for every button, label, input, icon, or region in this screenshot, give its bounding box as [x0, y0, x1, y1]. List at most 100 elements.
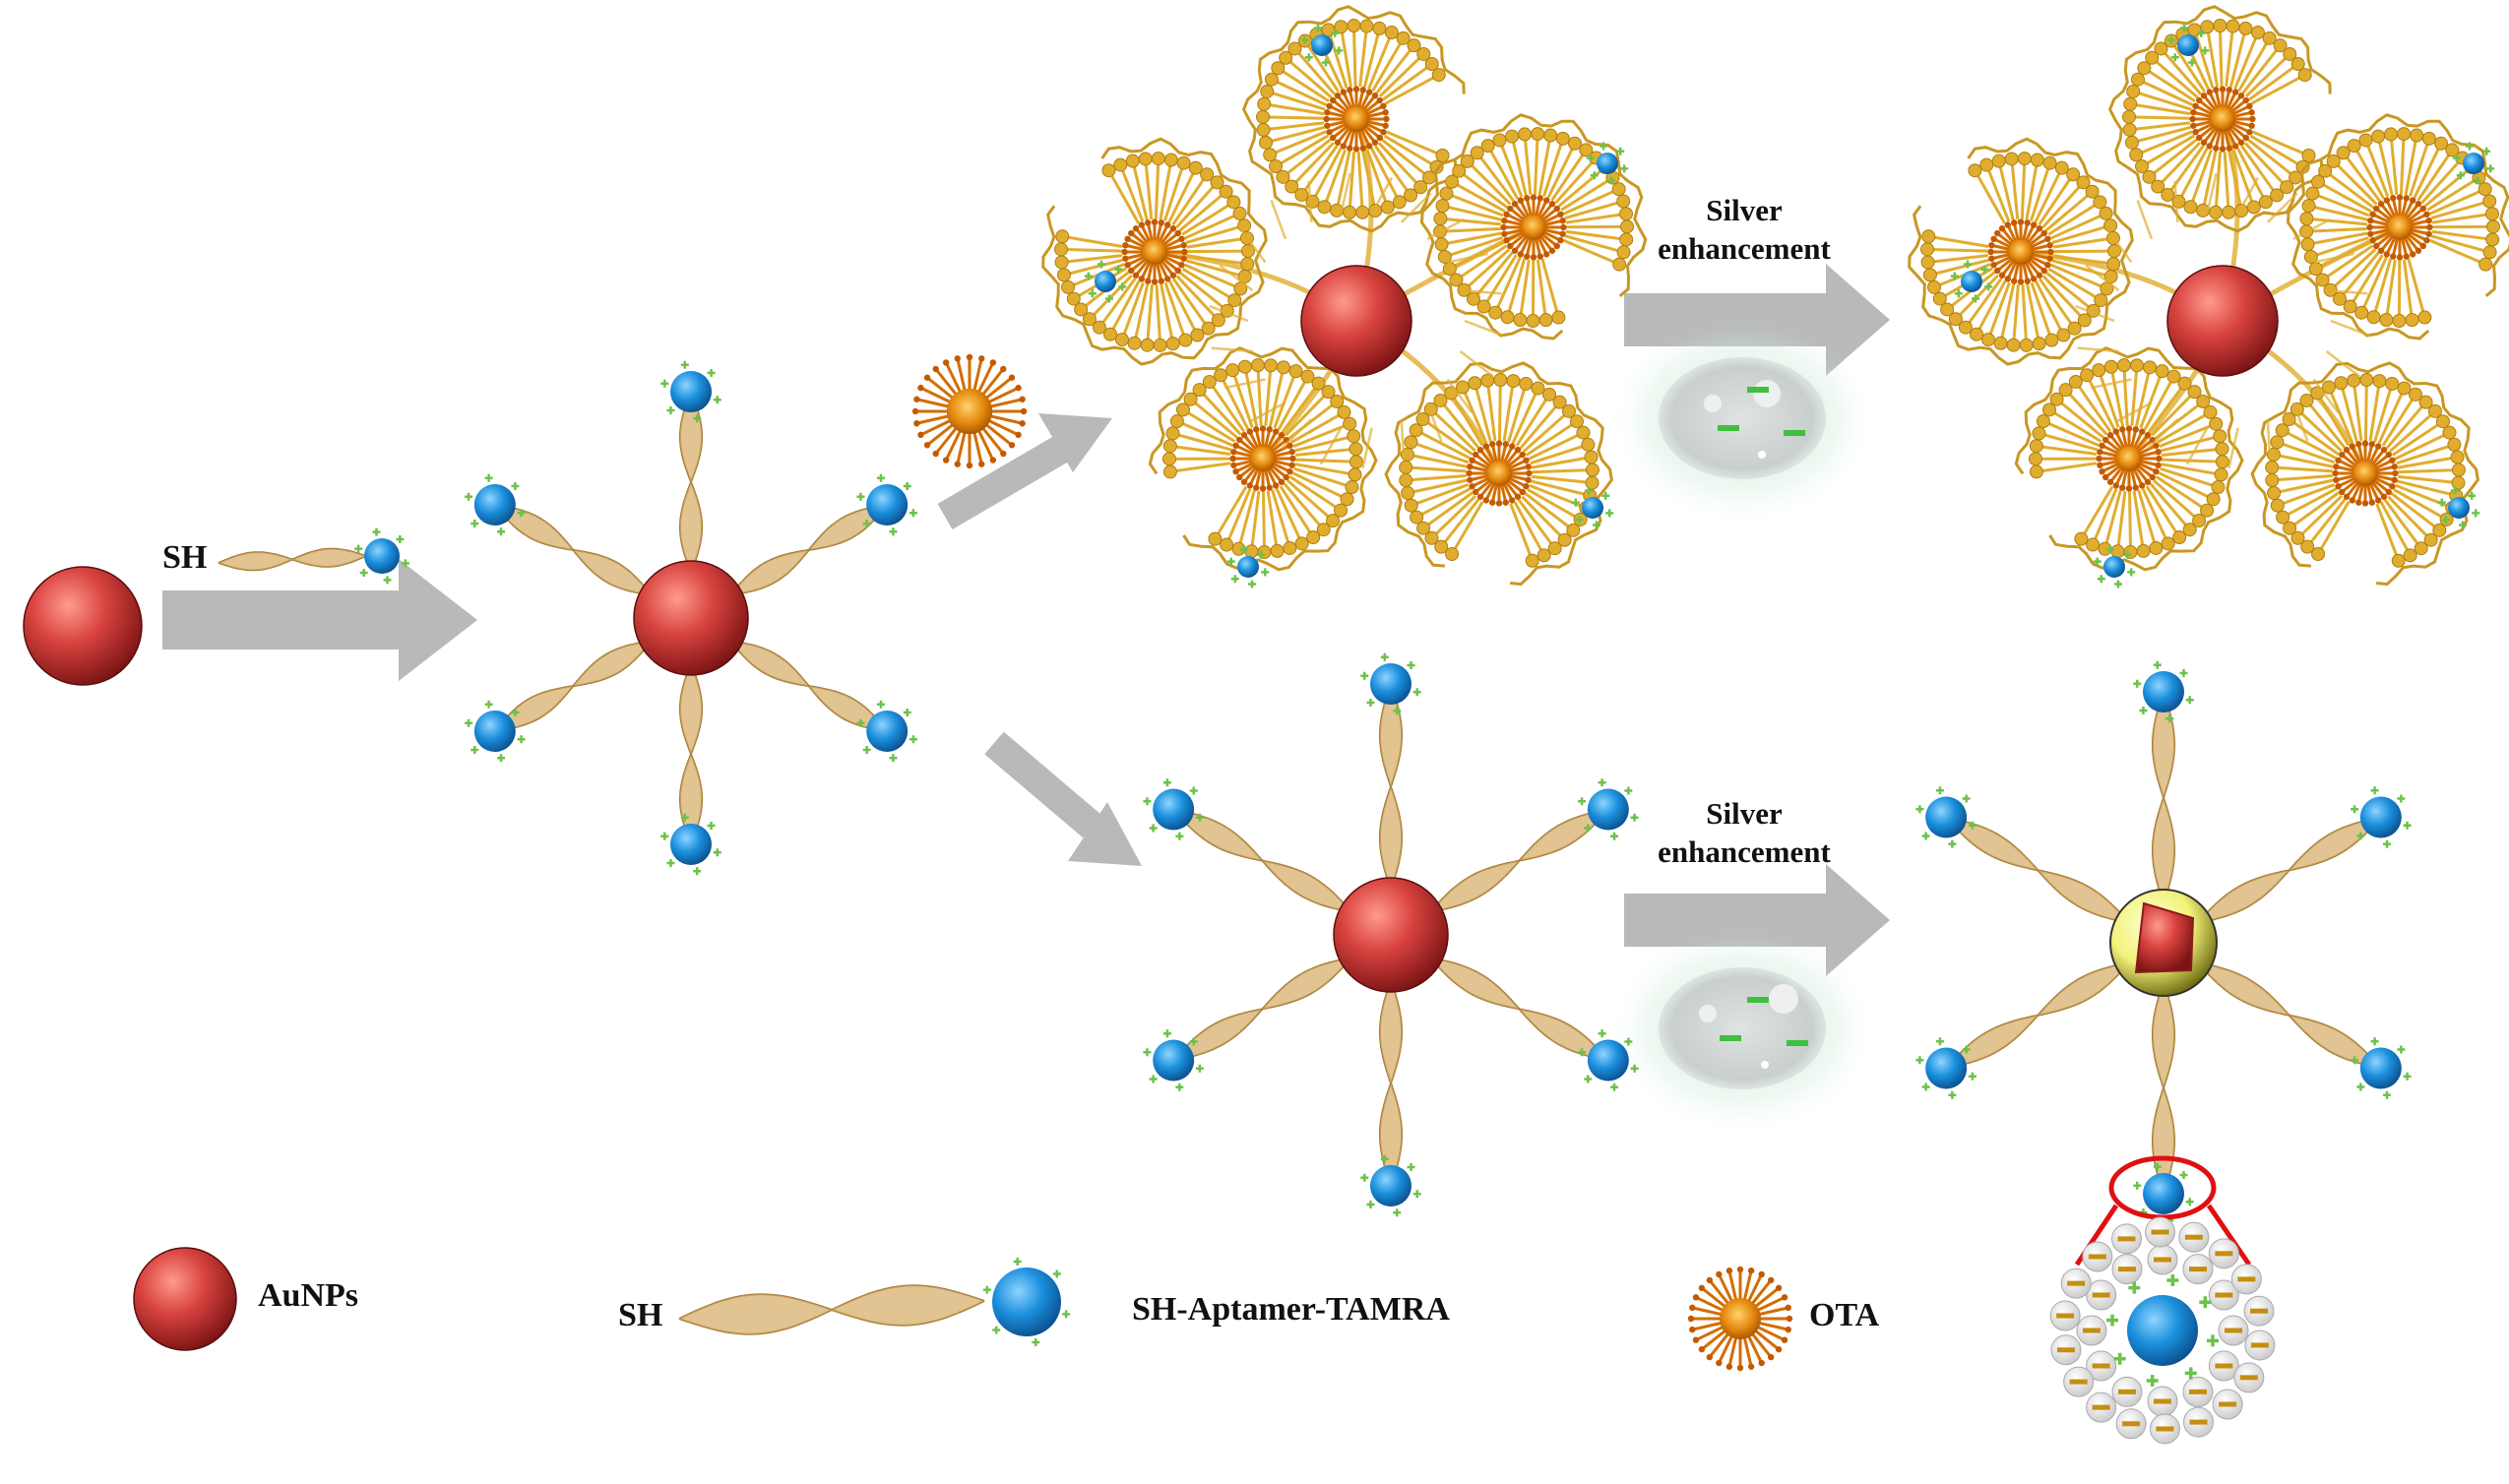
tamra-fluorophore-icon — [2133, 1162, 2194, 1225]
tamra-fluorophore-icon — [465, 473, 526, 536]
silver-enhancement-label-top: Silver enhancement — [1658, 192, 1831, 269]
aptamer-strand-icon — [1429, 808, 1609, 913]
negative-charge-icon — [2118, 1389, 2136, 1394]
au-ag-core-shell-icon — [2109, 889, 2218, 997]
negative-charge-icon — [2154, 1257, 2171, 1263]
aunp-aggregate-core-icon — [1300, 265, 1412, 377]
dna-fringe — [2105, 227, 2133, 264]
dna-fringe — [1464, 319, 1504, 338]
negative-charge-icon — [2083, 1328, 2101, 1333]
legend-ota-label: OTA — [1809, 1297, 1880, 1333]
dna-fringe — [2292, 217, 2331, 240]
negative-charge-icon — [2189, 1267, 2207, 1272]
aunp-start-icon — [23, 566, 143, 686]
aptamer-strand-icon — [1429, 957, 1609, 1062]
aptamer-aunp-conjugate-icon — [1143, 652, 1639, 1217]
dna-fringe — [2206, 172, 2218, 215]
aptamer-ota-complex-icon — [1419, 113, 1648, 340]
aptamer-ota-complex-icon — [1384, 361, 1613, 587]
aptamer-aunp-conjugate-icon — [465, 360, 917, 876]
positive-charge-icon — [2146, 1374, 2159, 1387]
dna-fringe — [1425, 402, 1443, 443]
negative-charge-icon — [2069, 1379, 2088, 1385]
dna-fringe — [1319, 427, 1343, 465]
tamra-fluorophore-icon — [1915, 1037, 1976, 1099]
dna-fringe — [1248, 402, 1286, 424]
aptamer-ota-complex-icon — [2014, 346, 2244, 572]
dna-fringe — [2266, 418, 2272, 462]
negative-charge-icon — [2117, 1236, 2136, 1242]
negative-charge-icon — [2250, 1308, 2269, 1314]
aptamer-strand-icon — [218, 547, 367, 572]
negative-charge-icon — [2056, 1313, 2075, 1319]
dna-fringe — [1370, 176, 1394, 215]
negative-charge-icon — [2225, 1328, 2242, 1333]
tamra-fluorophore-icon — [1950, 260, 1993, 303]
zoom-surface-charges — [2049, 1216, 2276, 1445]
arrow-step1 — [162, 559, 477, 681]
dna-fringe — [2136, 199, 2154, 240]
ota-starburst-icon — [1687, 1266, 1793, 1372]
negative-charge-icon — [2067, 1280, 2086, 1286]
silver-enhancement-label-bottom: Silver enhancement — [1658, 795, 1831, 872]
tamra-fluorophore-icon — [982, 1258, 1071, 1346]
aptamer-strand-icon — [729, 640, 888, 732]
aptamer-ota-complex-icon — [1148, 346, 1378, 572]
tamra-fluorophore-icon — [1143, 778, 1204, 840]
tamra-fluorophore-icon — [1578, 1029, 1639, 1091]
ota-starburst-icon — [1500, 194, 1567, 261]
positive-charge-icon — [2166, 1274, 2179, 1287]
aptamer-strand-icon — [494, 504, 653, 596]
dna-fringe — [2236, 176, 2260, 215]
negative-charge-icon — [2219, 1401, 2237, 1407]
aunp-functionalized-icon — [633, 560, 749, 676]
tamra-fluorophore-icon — [856, 700, 917, 763]
dna-fringe — [1211, 346, 1253, 353]
tamra-fluorophore-icon — [2452, 142, 2495, 185]
negative-charge-icon — [2056, 1347, 2075, 1353]
tamra-fluorophore-icon — [1084, 260, 1127, 303]
aptamer-strand-icon — [1945, 961, 2131, 1070]
dna-fringe — [1307, 180, 1313, 223]
silver-line1: Silver — [1706, 796, 1783, 831]
aptamer-strand-icon — [2196, 816, 2382, 924]
aptamer-strand-icon — [1378, 980, 1404, 1187]
aptamer-ota-complex-icon — [1241, 5, 1466, 233]
negative-charge-icon — [2239, 1375, 2258, 1381]
silver-ion-cloud-icon — [1639, 340, 1846, 497]
dna-fringe — [1281, 418, 1313, 450]
silver-line1: Silver — [1706, 193, 1783, 227]
tamra-fluorophore-icon — [1226, 545, 1270, 588]
dna-fringe — [1446, 378, 1474, 414]
dna-fringe — [2325, 349, 2360, 378]
ota-starburst-icon — [1323, 86, 1390, 153]
aptamer-strand-icon — [678, 391, 704, 573]
ota-starburst-icon — [1466, 440, 1533, 507]
tamra-fluorophore-icon — [1360, 1154, 1421, 1217]
dna-fringe — [1460, 288, 1502, 295]
dna-fringe — [2077, 346, 2119, 353]
legend-sh-label: SH — [618, 1297, 663, 1333]
dna-fringe — [2291, 402, 2309, 443]
dna-fringe — [2185, 427, 2209, 465]
negative-charge-icon — [2088, 1254, 2106, 1260]
dna-fringe — [2085, 264, 2120, 292]
tamra-fluorophore-icon — [856, 473, 917, 536]
negative-charge-icon — [2215, 1363, 2233, 1369]
silver-line2: enhancement — [1658, 834, 1831, 869]
tamra-fluorophore-icon — [2166, 24, 2210, 67]
legend-aptamer-label: SH-Aptamer-TAMRA — [1132, 1291, 1450, 1328]
tamra-fluorophore-icon — [2093, 545, 2136, 588]
dna-fringe — [2227, 427, 2239, 469]
dna-fringe — [1239, 227, 1267, 264]
ota-starburst-icon — [2332, 440, 2399, 507]
dna-fringe — [1340, 172, 1351, 215]
tamra-fluorophore-icon — [1915, 786, 1976, 848]
negative-charge-icon — [2118, 1267, 2136, 1272]
negative-charge-icon — [2215, 1251, 2233, 1257]
dna-fringe — [1447, 252, 1488, 264]
dna-fringe — [2313, 252, 2354, 264]
negative-charge-icon — [2237, 1276, 2256, 1282]
negative-charge-icon — [2122, 1421, 2141, 1427]
positive-charge-icon — [2106, 1314, 2119, 1327]
